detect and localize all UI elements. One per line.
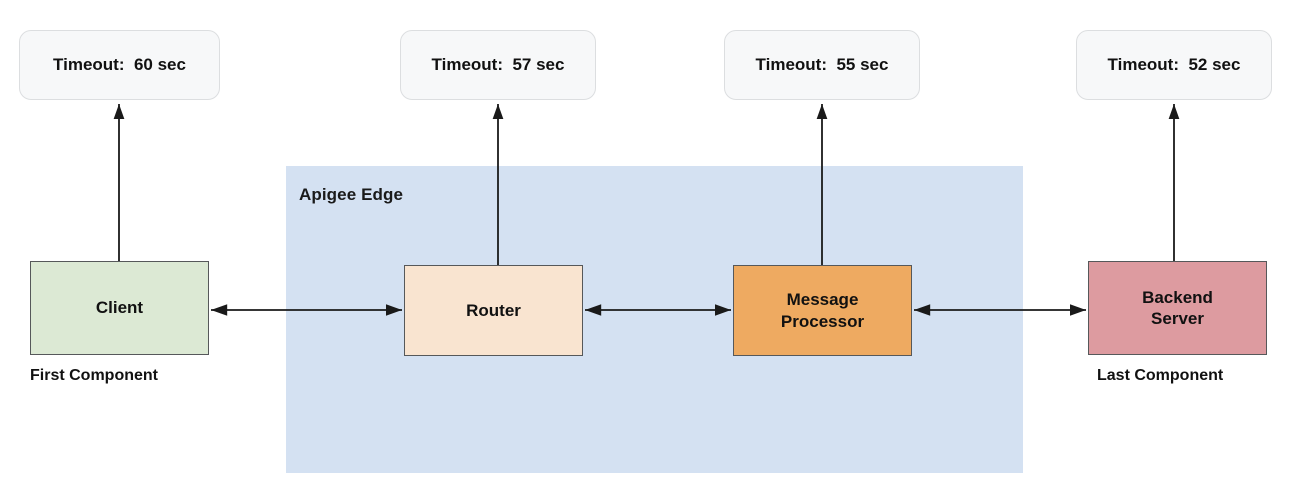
caption-last-component: Last Component <box>1097 367 1224 384</box>
timeout-label-backend: Timeout: 52 sec <box>1107 55 1241 74</box>
node-label-backend-server-line2: Server <box>1151 309 1204 328</box>
timeout-label-router: Timeout: 57 sec <box>431 55 565 74</box>
timeout-label-message-processor: Timeout: 55 sec <box>755 55 889 74</box>
node-label-client: Client <box>95 298 144 318</box>
timeout-label-client: Timeout: 60 sec <box>53 55 186 74</box>
timeout-box-backend: Timeout: 52 sec <box>1076 30 1272 100</box>
timeout-box-router: Timeout: 57 sec <box>400 30 596 100</box>
node-label-message-processor-line2: Processor <box>780 311 865 331</box>
timeout-box-message-processor: Timeout: 55 sec <box>724 30 920 100</box>
caption-first-component: First Component <box>30 367 158 384</box>
apigee-edge-region <box>286 166 1023 473</box>
node-client: Client <box>30 261 209 355</box>
node-label-backend-server-line1: Backend <box>1142 287 1213 307</box>
node-label-router: Router <box>466 300 521 320</box>
timeout-box-client: Timeout: 60 sec <box>19 30 220 100</box>
node-router: Router <box>404 265 583 356</box>
apigee-edge-label: Apigee Edge <box>299 185 404 204</box>
node-label-message-processor-line1: Message <box>786 290 859 310</box>
node-backend-server: Backend Server <box>1088 261 1267 355</box>
node-message-processor: Message Processor <box>733 265 912 356</box>
node-label-message-processor: Message Processor <box>781 289 864 332</box>
node-label-backend-server: Backend Server <box>1142 287 1213 330</box>
